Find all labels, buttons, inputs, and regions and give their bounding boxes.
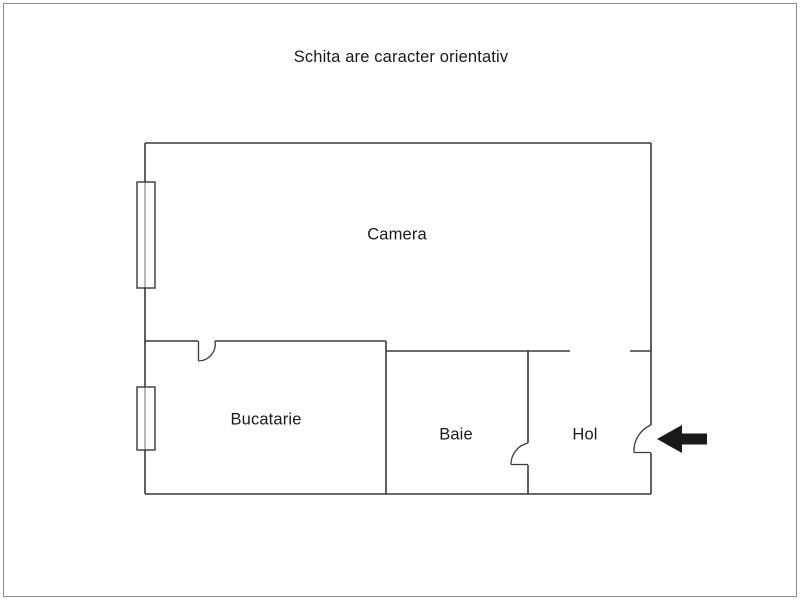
door-swing-entrance	[633, 424, 652, 453]
door-entrance	[633, 424, 652, 454]
entrance-arrow-shape	[657, 425, 707, 453]
page-title: Schita are caracter orientativ	[293, 48, 509, 66]
door-camera-bucatarie	[197, 340, 216, 362]
outer-walls	[144, 142, 652, 495]
room-label-hol: Hol	[572, 425, 598, 444]
room-label-camera: Camera	[367, 225, 427, 244]
windows	[136, 181, 156, 451]
window-bucatarie	[136, 386, 156, 451]
door-baie	[510, 442, 529, 466]
room-label-bucatarie: Bucatarie	[230, 410, 302, 429]
window-camera	[136, 181, 156, 289]
doors	[197, 340, 652, 466]
entrance-arrow	[657, 425, 707, 453]
room-label-baie: Baie	[439, 425, 473, 444]
interior-walls	[145, 340, 651, 494]
door-swing-baie	[510, 442, 529, 465]
door-swing-camera-bucatarie	[198, 340, 216, 362]
